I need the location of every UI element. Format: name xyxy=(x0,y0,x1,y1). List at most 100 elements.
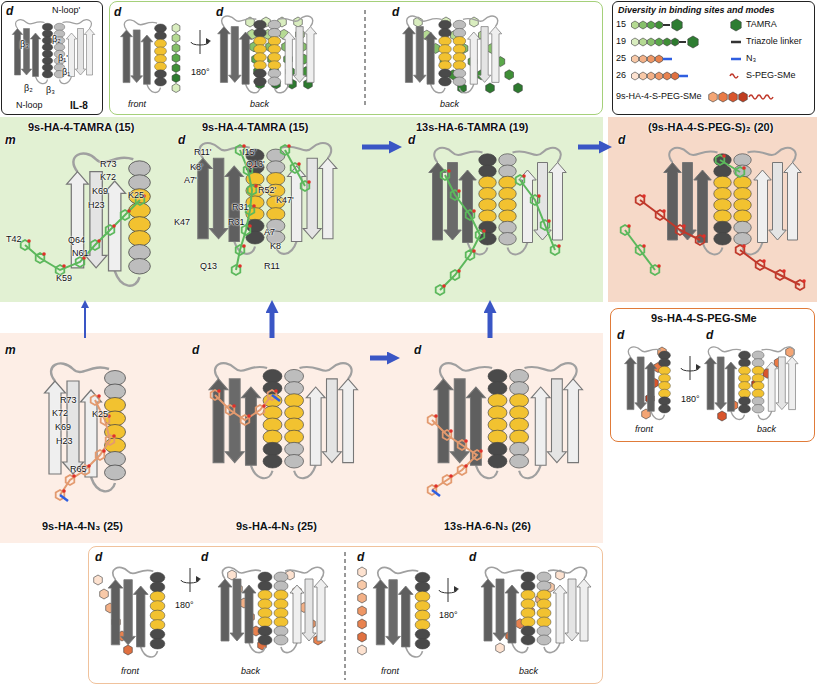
illustration-part xyxy=(457,189,461,193)
illustration-part xyxy=(150,629,165,640)
view-label: front xyxy=(381,667,399,677)
state-label: d xyxy=(178,134,185,147)
illustration-part xyxy=(752,397,764,406)
sugar-unit xyxy=(172,44,180,53)
illustration-part xyxy=(453,61,466,70)
illustration-part xyxy=(258,572,272,582)
illustration-part xyxy=(319,158,337,239)
illustration-part xyxy=(150,639,165,650)
sugar-unit xyxy=(496,643,505,653)
illustration-part xyxy=(72,474,76,478)
panel-title: 13s-HA-6-TAMRA (19) xyxy=(416,121,528,133)
illustration-part xyxy=(488,430,507,444)
illustration-part xyxy=(285,369,304,383)
illustration-part xyxy=(258,581,272,591)
illustration-part xyxy=(521,617,535,627)
structure-label: N-loop' xyxy=(52,6,80,16)
sugar-unit xyxy=(688,36,698,48)
illustration-part xyxy=(129,161,151,177)
illustration-part xyxy=(731,42,741,43)
illustration-part xyxy=(459,170,477,243)
illustration-part xyxy=(302,579,316,641)
sugar-unit xyxy=(640,55,647,63)
illustration-part xyxy=(453,77,466,86)
illustration-part xyxy=(472,249,476,253)
legend-sample xyxy=(630,52,676,66)
rotation-label: 180° xyxy=(191,68,210,78)
illustration-part xyxy=(505,585,519,643)
illustration-part xyxy=(133,586,148,647)
illustration-part xyxy=(105,465,126,480)
illustration-part xyxy=(42,23,53,31)
residue-label: I15' xyxy=(242,148,256,158)
illustration-part xyxy=(105,384,126,399)
illustration-part xyxy=(274,626,288,636)
illustration-part xyxy=(659,405,671,414)
legend-label: 25 xyxy=(616,54,626,64)
legend-title: Diversity in binding sites and modes xyxy=(618,6,775,16)
illustration-part xyxy=(230,579,244,641)
illustration-part xyxy=(439,61,452,70)
sugar-unit xyxy=(632,21,639,29)
illustration-part xyxy=(439,28,452,37)
protein-cartoon xyxy=(705,347,751,419)
view-label: back xyxy=(250,100,269,110)
binding-overview-panel: 9s-HA-4-S-PEG-SMedfront180°dback xyxy=(610,308,815,442)
illustration-part xyxy=(248,224,252,228)
illustration-part xyxy=(488,418,507,432)
illustration-part xyxy=(488,394,507,408)
illustration-part xyxy=(499,188,517,201)
illustration-part xyxy=(84,29,95,76)
residue-label: R31 xyxy=(232,203,249,213)
residue-label: K25 xyxy=(92,410,108,420)
illustration-part xyxy=(155,62,167,71)
sugar-unit xyxy=(514,83,523,93)
illustration-part xyxy=(769,163,787,241)
illustration-part xyxy=(129,259,151,275)
illustration-part xyxy=(283,32,296,84)
illustration-part xyxy=(306,387,325,465)
illustration-part xyxy=(267,173,285,186)
illustration-part xyxy=(229,27,242,83)
illustration-part xyxy=(702,234,706,238)
sugar-unit xyxy=(672,38,679,46)
illustration-part xyxy=(734,176,752,189)
illustration-part xyxy=(659,351,671,360)
view-label: front xyxy=(121,667,139,677)
illustration-part xyxy=(105,371,126,386)
protein-cartoon xyxy=(429,148,497,255)
illustration-part xyxy=(537,194,541,198)
sugar-unit xyxy=(739,92,748,102)
illustration-part xyxy=(155,70,167,79)
illustration-part xyxy=(752,389,764,398)
illustration-part xyxy=(696,364,701,370)
illustration-part xyxy=(720,160,740,172)
illustration-part xyxy=(499,165,517,178)
illustration-part xyxy=(752,351,764,360)
illustration-part xyxy=(87,464,91,468)
protein-cartoon xyxy=(209,363,282,478)
illustration-part xyxy=(285,418,304,432)
flow-arrow xyxy=(370,356,387,361)
ligand-sticks xyxy=(211,389,280,425)
illustration-part xyxy=(802,279,806,283)
illustration-part xyxy=(521,635,535,645)
illustration-part xyxy=(242,244,246,248)
illustration-part xyxy=(274,572,288,582)
illustration-part xyxy=(440,175,480,290)
illustration-part xyxy=(510,406,529,420)
illustration-part xyxy=(537,581,551,591)
ligand-sticks xyxy=(736,244,806,290)
illustration-part xyxy=(304,27,317,83)
illustration-part xyxy=(429,163,447,241)
protein-cartoon xyxy=(510,363,583,478)
sugar-unit xyxy=(358,606,367,616)
illustration-part xyxy=(499,210,517,223)
flow-arrow xyxy=(488,313,493,338)
illustration-part xyxy=(155,47,167,56)
illustration-part xyxy=(659,397,671,406)
illustration-part xyxy=(268,37,281,46)
sugar-unit xyxy=(648,38,655,46)
illustration-part xyxy=(268,77,281,86)
legend-label: N₃ xyxy=(746,54,756,64)
